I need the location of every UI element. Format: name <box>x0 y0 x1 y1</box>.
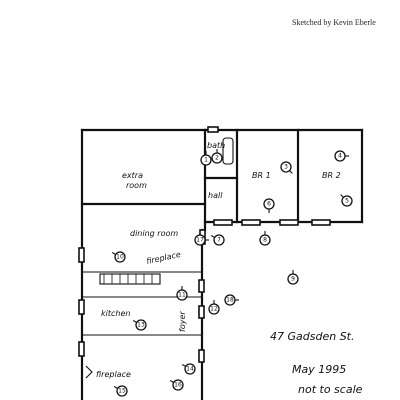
marker-ring-icon <box>280 161 292 173</box>
marker-ring-icon <box>211 152 223 164</box>
camera-marker-17: 17 <box>194 234 209 246</box>
marker-number: 3 <box>284 164 288 171</box>
annotation-date: May 1995 <box>292 363 346 376</box>
camera-marker-1: 1 <box>200 151 212 166</box>
label-fireplace-dining: fireplace <box>146 250 182 266</box>
camera-marker-15: 15 <box>113 385 128 397</box>
label-fireplace-lower: fireplace <box>96 370 131 379</box>
marker-number: 18 <box>226 297 234 304</box>
label-extra-room-line1: extra <box>122 171 143 180</box>
marker-ring-icon <box>135 319 147 331</box>
marker-number: 11 <box>178 292 186 299</box>
marker-number: 10 <box>116 254 124 261</box>
camera-marker-13: 13 <box>132 319 147 331</box>
camera-marker-4: 4 <box>334 150 349 162</box>
marker-number: 13 <box>137 322 145 329</box>
marker-ring-icon <box>194 234 206 246</box>
fireplace-dining-symbol <box>99 273 161 285</box>
camera-marker-2: 2 <box>211 149 223 164</box>
camera-marker-11: 11 <box>176 286 188 301</box>
marker-ring-icon <box>116 385 128 397</box>
camera-marker-8: 8 <box>259 231 271 246</box>
marker-number: 4 <box>338 153 342 160</box>
marker-ring-icon <box>334 150 346 162</box>
fireplace-lower-symbol <box>85 365 93 379</box>
bath-fixtures <box>222 137 234 165</box>
marker-ring-icon <box>213 234 225 246</box>
label-kitchen: kitchen <box>101 309 130 318</box>
marker-ring-icon <box>341 195 353 207</box>
camera-marker-7: 7 <box>210 234 225 246</box>
marker-number: 12 <box>210 306 218 313</box>
marker-number: 7 <box>217 237 221 244</box>
camera-marker-3: 3 <box>280 161 293 174</box>
label-br2: BR 2 <box>322 171 341 180</box>
camera-marker-12: 12 <box>208 300 220 315</box>
marker-ring-icon <box>176 289 188 301</box>
annotation-address: 47 Gadsden St. <box>270 330 354 343</box>
marker-number: 9 <box>291 276 295 283</box>
marker-ring-icon <box>114 251 126 263</box>
marker-ring-icon <box>184 363 196 375</box>
label-br1: BR 1 <box>252 171 271 180</box>
camera-marker-18: 18 <box>224 294 239 306</box>
sketch-credit: Sketched by Kevin Eberle <box>292 18 376 27</box>
camera-marker-16: 16 <box>169 379 184 391</box>
camera-marker-14: 14 <box>181 363 196 375</box>
marker-number: 8 <box>263 237 267 244</box>
marker-number: 16 <box>174 382 182 389</box>
marker-ring-icon <box>172 379 184 391</box>
marker-number: 6 <box>267 201 271 208</box>
label-bath: bath <box>207 141 225 150</box>
marker-ring-icon <box>263 198 275 210</box>
marker-ring-icon <box>224 294 236 306</box>
marker-number: 5 <box>345 198 349 205</box>
camera-marker-5: 5 <box>340 194 353 207</box>
marker-number: 17 <box>196 237 204 244</box>
marker-ring-icon <box>287 273 299 285</box>
marker-number: 14 <box>186 366 194 373</box>
marker-number: 15 <box>118 388 126 395</box>
interior-walls <box>80 128 300 336</box>
marker-number: 1 <box>204 157 208 164</box>
label-hall: hall <box>208 191 223 200</box>
annotation-scale-note: not to scale <box>298 383 363 396</box>
camera-marker-6: 6 <box>263 198 275 213</box>
label-extra-room-line2: room <box>126 181 147 190</box>
marker-ring-icon <box>200 154 212 166</box>
marker-number: 2 <box>215 155 219 162</box>
marker-ring-icon <box>259 234 271 246</box>
marker-ring-icon <box>208 303 220 315</box>
label-dining-room: dining room <box>130 229 178 238</box>
label-foyer: foyer <box>178 311 187 332</box>
camera-marker-10: 10 <box>111 251 126 263</box>
camera-marker-9: 9 <box>287 270 299 285</box>
